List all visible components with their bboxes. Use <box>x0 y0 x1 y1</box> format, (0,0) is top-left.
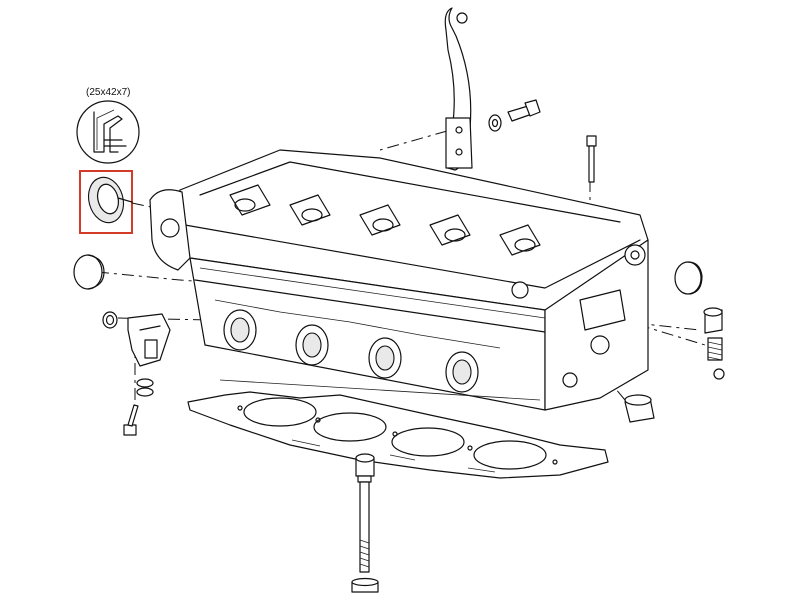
end-plug-left <box>73 254 105 290</box>
small-rings-left <box>136 378 154 397</box>
seal-detail-callout: (25x42x7) <box>76 87 140 164</box>
valve-stem-right <box>703 307 723 334</box>
bracket-bolt <box>488 99 541 132</box>
ball-right <box>713 368 725 380</box>
spring-right <box>707 337 723 361</box>
seal-size-label: (25x42x7) <box>86 87 130 98</box>
bolt-left <box>123 404 139 436</box>
head-gasket <box>187 391 609 479</box>
head-bolt <box>351 453 379 593</box>
lifting-bracket <box>444 7 473 171</box>
vertical-bolt-right <box>586 135 597 183</box>
seal-section-circle <box>76 100 140 164</box>
sensor-left <box>127 313 171 367</box>
cylinder-head <box>149 149 649 411</box>
ports <box>223 309 479 393</box>
plug-bottom-right <box>624 394 655 423</box>
o-ring-left <box>102 311 118 329</box>
end-plug-right <box>674 261 703 295</box>
seal-ring-highlight[interactable] <box>79 170 133 234</box>
